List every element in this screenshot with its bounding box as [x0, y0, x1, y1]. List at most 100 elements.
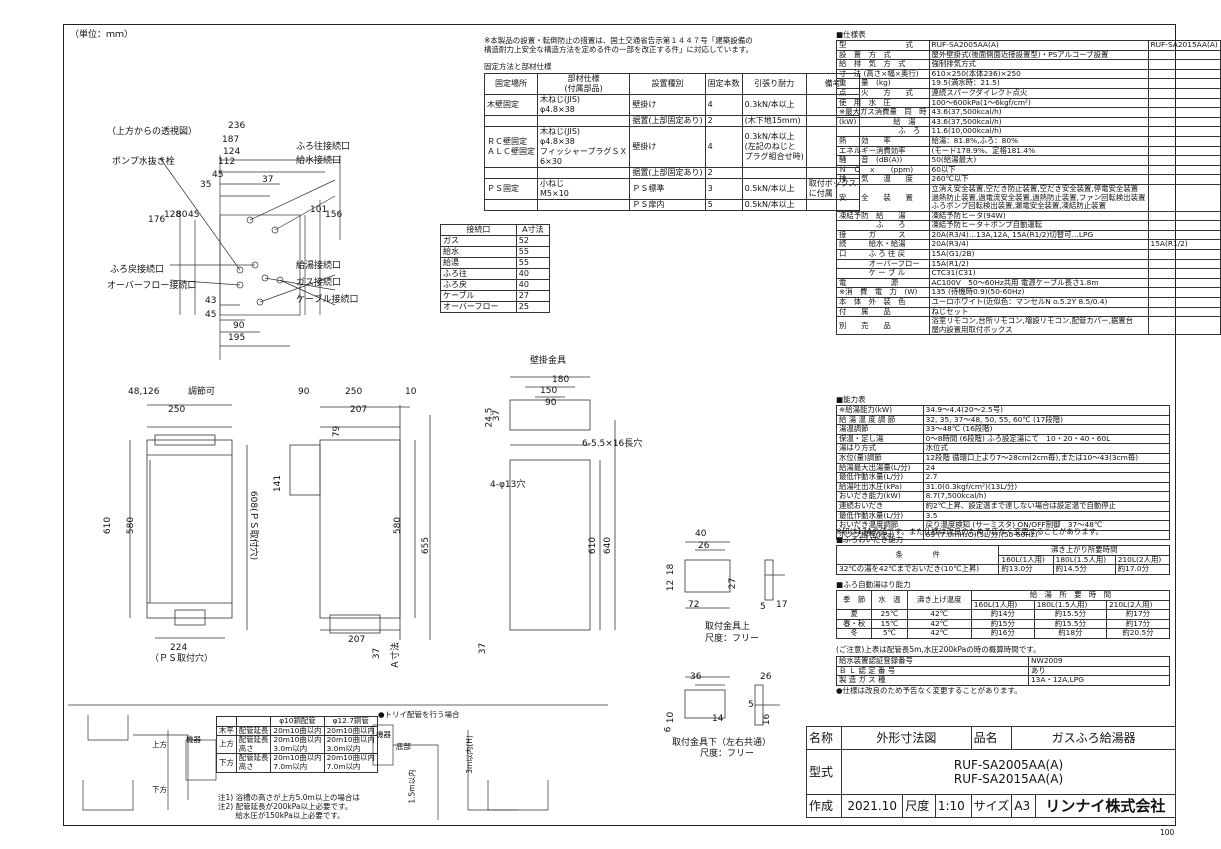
- lower-bracket-drawing: [684, 676, 780, 726]
- autofill-note: (ご注意)上表は配管長5m,水圧200kPaの時の概算時間です。: [836, 645, 1041, 654]
- bracket-dim-6: 6-5.5×16長穴: [582, 439, 643, 449]
- upper-bracket-scale: 尺度：フリー: [705, 634, 760, 644]
- side-dim-2: 250: [345, 387, 363, 397]
- fixing-cell: ＰＳ扉内: [629, 199, 706, 211]
- dims_table-cell: 27: [515, 290, 551, 302]
- lb-dim-7: 5: [748, 700, 754, 710]
- spec-cell: [1147, 183, 1221, 212]
- fixing-cell: ＰＳ標準: [629, 178, 706, 200]
- dims_table-cell: 25: [515, 301, 551, 313]
- spec-cell: 安 全 装 置: [836, 183, 930, 212]
- ub-dim-8: 5: [760, 602, 766, 612]
- table-row: ※消 費 電 力 (W)135 (待機時0.9)(50-60Hz): [836, 287, 1221, 299]
- autofill-cell: 42℃: [906, 609, 972, 620]
- company-name: リンナイ株式会社: [1034, 794, 1177, 818]
- table-row: Ｂ Ｌ 認 定 番 号あり: [836, 665, 1171, 677]
- bracket-dim-7: 4-φ13穴: [490, 480, 526, 490]
- fixing-cell: 2: [704, 167, 743, 179]
- spec-cell: [1147, 68, 1221, 80]
- table-row: 安 全 装 置立消え安全装置,空だき防止装置,空だき安全装置,停電安全装置 過熱…: [836, 183, 1221, 212]
- spec-cell: 排 気 温 度: [836, 174, 930, 185]
- fixing-cell: 3: [704, 178, 743, 200]
- fixing-cell: [536, 199, 631, 211]
- product-name: ガスふろ給湯器: [1011, 726, 1176, 750]
- piping-label-4: ●トリイ配管を行う場合: [378, 710, 460, 719]
- spec-cell: ふ ろ: [836, 220, 930, 231]
- spec-cell: 11.6(10,000kcal/h): [928, 126, 1149, 137]
- fixing-cell: 0.3kN/本以上 (左記のねじと プラグ組合せ時): [741, 126, 807, 168]
- performance-cell: 約2℃上昇、設定温まで達しない場合は設定温で自動停止: [922, 500, 1171, 512]
- fixing-cell: 4: [704, 94, 743, 116]
- autofill-cell: 42℃: [906, 628, 972, 639]
- autofill-cell: 約14分: [970, 609, 1035, 620]
- fixing-header-2: 設置種別: [629, 73, 706, 95]
- top-view-dim: 112: [218, 157, 236, 167]
- spec-cell: 260℃以下: [928, 174, 1149, 185]
- table-row: ふ ろ凍結予防ヒータ＋ポンプ自動運転: [836, 220, 1221, 231]
- spec-cell: 付 属 品: [836, 306, 930, 318]
- piping-cell: 上方: [216, 735, 237, 755]
- top-view-dim: 35: [200, 180, 212, 190]
- ub-dim-1: 40: [695, 529, 707, 539]
- made-date: 2021.10: [840, 794, 904, 818]
- spec-cell: 口 ふ ろ 往 戻: [836, 249, 930, 260]
- top-view-label: 給水接続口: [296, 156, 342, 166]
- spec-cell: [1147, 287, 1221, 299]
- model-2: RUF-SA2015AA(A): [953, 772, 1064, 786]
- top-view-dim: 101: [310, 205, 328, 215]
- ub-dim-5: 27: [728, 577, 739, 590]
- front-dim-5: 580: [126, 516, 137, 535]
- performance-cell: 最低作動水量(L/分): [836, 472, 924, 483]
- cert-cell: 給水装置認証登録番号: [836, 656, 1029, 667]
- spec-cell: [1147, 145, 1221, 157]
- autofill-header-2: 沸き上げ温度: [906, 589, 972, 611]
- bracket-dim-5: 37: [492, 409, 503, 422]
- dims_table-cell: ガス: [440, 235, 517, 247]
- spec-cell: ケ ー ブ ル: [836, 268, 930, 279]
- side-view-drawing: [289, 405, 431, 640]
- piping-cell: 20m10曲以内 7.0m以内: [270, 753, 325, 773]
- top-view-dim: 43: [205, 296, 217, 306]
- product-label: 品名: [970, 726, 1013, 750]
- top-view-dim: 176: [148, 215, 166, 225]
- spec-cell: [1147, 268, 1221, 279]
- front-dim-6: 224: [170, 643, 188, 653]
- ub-dim-6: 72: [688, 600, 700, 610]
- top-view-dim: 187: [222, 135, 240, 145]
- spec-cell: 15A(G1/2B): [928, 249, 1149, 260]
- spec-cell: 15A(R1/2): [1147, 239, 1221, 251]
- performance-cell: 2.7: [922, 472, 1171, 483]
- piping-header-1: [235, 716, 272, 727]
- dims_table-cell: ふろ往: [440, 268, 517, 280]
- reheat-cell: 約13.0分: [998, 564, 1054, 575]
- table-row: 騒 音 (dB(A))50(給湯最大): [836, 155, 1221, 166]
- piping-cell: 20m10曲以内 3.0m以内: [270, 735, 325, 755]
- spec-cell: [1147, 107, 1221, 118]
- top-view-label: ケーブル接続口: [296, 295, 359, 305]
- scale-label: 尺度: [902, 794, 936, 818]
- spec-cell: 給湯：81.8%,ふろ：80%: [928, 135, 1149, 147]
- upper-bracket-label: 取付金具上: [705, 622, 751, 632]
- table-row: 最低作動水量(L/分)2.7: [836, 472, 1171, 483]
- table-row: 別 売 品浴室リモコン,台所リモコン,増設リモコン,配管カバー,据置台 屋内設置…: [836, 316, 1221, 336]
- spec-cell: RUF-SA2015AA(A): [1147, 40, 1221, 51]
- front-dim-1: 48,126: [128, 387, 160, 397]
- table-row: ※給湯能力(kW)34.9〜4.4(20〜2.5号): [836, 405, 1171, 416]
- spec-cell: [1147, 126, 1221, 137]
- spec-cell: [1147, 155, 1221, 166]
- scale-value: 1:10: [934, 794, 972, 818]
- piping-diagram: [68, 704, 608, 820]
- fixing-header-1: 部材仕様 (付属部品): [536, 73, 631, 95]
- spec-cell: 50(給湯最大): [928, 155, 1149, 166]
- table-row: ＲＣ壁固定 ＡＬＣ壁固定木ねじ(JIS) φ4.8×38 フィッシャープラグＳＸ…: [484, 126, 860, 168]
- autofill-cell: 約15.5分: [1033, 609, 1107, 620]
